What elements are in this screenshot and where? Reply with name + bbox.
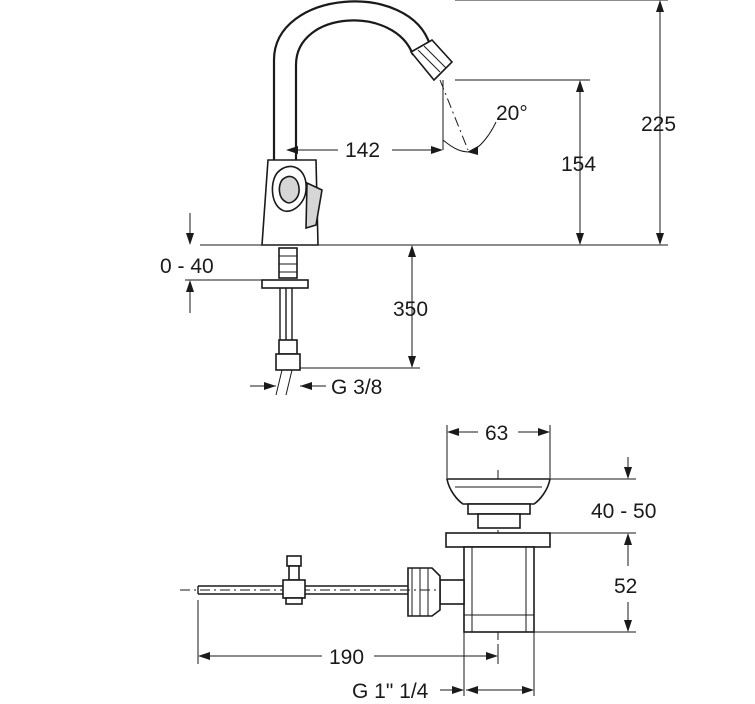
cartridge-inner xyxy=(278,175,300,204)
faucet-lever xyxy=(305,181,323,230)
dim-label-52: 52 xyxy=(614,575,637,598)
dim-label-angle: 20° xyxy=(496,102,528,125)
spout-inner xyxy=(294,19,415,163)
dim-190: 190 xyxy=(197,600,499,669)
drain-cap xyxy=(446,478,551,505)
dim-g38: G 3/8 xyxy=(250,376,382,399)
dim-angle-20: 20° xyxy=(442,102,528,155)
drain-lever-nut xyxy=(407,567,441,617)
dim-label-g38: G 3/8 xyxy=(331,376,382,399)
dim-g114: G 1" 1/4 xyxy=(352,632,535,703)
dim-label-142: 142 xyxy=(345,139,380,162)
dim-label-190: 190 xyxy=(329,646,364,669)
drain-drawing xyxy=(180,470,551,645)
dim-0-40: 0 - 40 xyxy=(160,213,290,313)
dim-label-g114: G 1" 1/4 xyxy=(352,680,429,703)
dim-label-40-50: 40 - 50 xyxy=(591,500,656,523)
dim-label-350: 350 xyxy=(393,298,428,321)
dim-label-63: 63 xyxy=(485,422,508,445)
dim-40-50: 40 - 50 xyxy=(550,457,656,555)
dim-label-154: 154 xyxy=(561,153,596,176)
dim-52: 52 xyxy=(534,535,637,633)
water-jet-line xyxy=(439,79,469,151)
dim-label-225: 225 xyxy=(641,113,676,136)
dim-225: 225 xyxy=(455,0,676,245)
dim-63: 63 xyxy=(446,422,551,478)
dim-154: 154 xyxy=(455,79,596,245)
dim-142: 142 xyxy=(286,139,443,162)
faucet-drawing xyxy=(200,0,668,396)
spout-outer xyxy=(272,0,432,163)
dim-350: 350 xyxy=(300,245,428,369)
aerator xyxy=(409,38,454,82)
dim-label-0-40: 0 - 40 xyxy=(160,255,214,278)
